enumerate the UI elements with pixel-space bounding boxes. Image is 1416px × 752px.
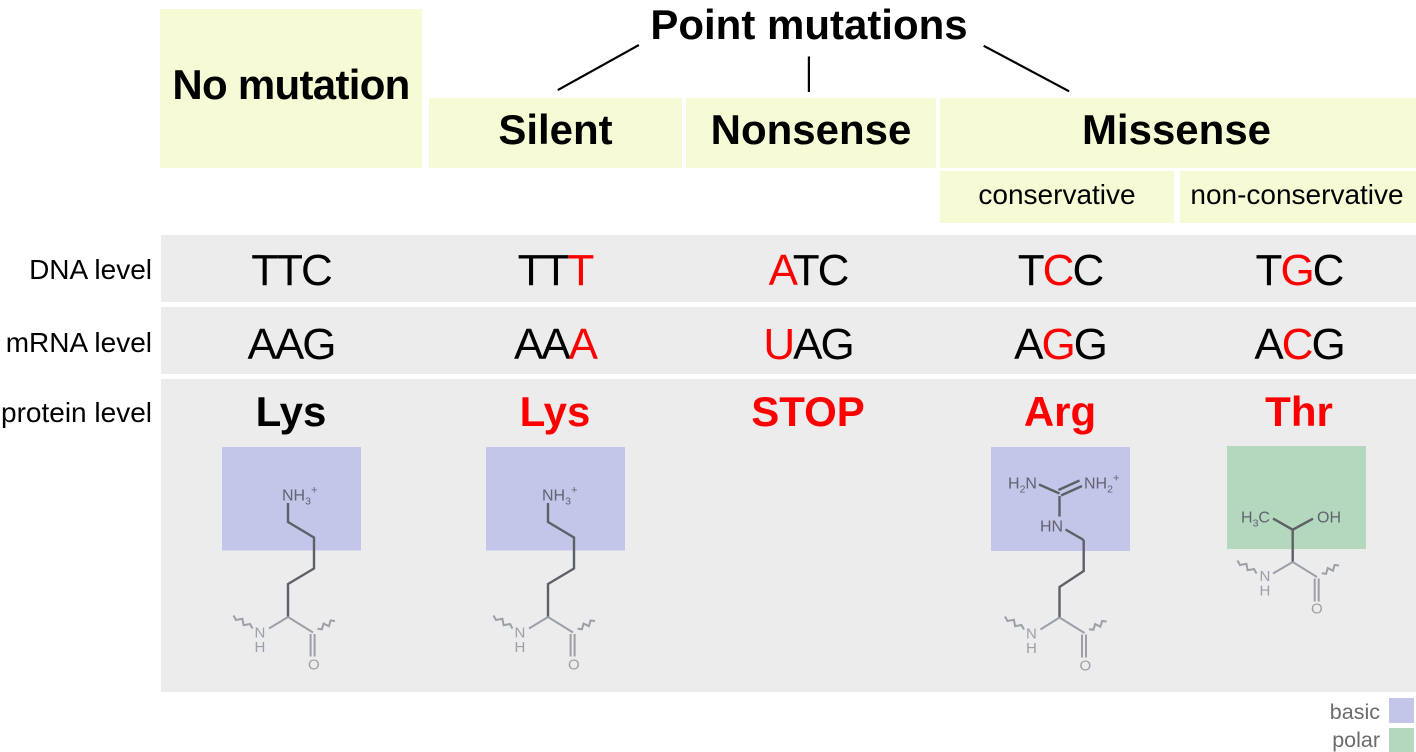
svg-text:N: N bbox=[1026, 625, 1037, 642]
svg-text:N: N bbox=[1260, 568, 1271, 585]
svg-text:H3C: H3C bbox=[1241, 510, 1270, 530]
svg-text:O: O bbox=[1080, 658, 1092, 675]
svg-text:H2N: H2N bbox=[1008, 476, 1037, 496]
svg-text:H: H bbox=[515, 639, 526, 656]
svg-text:OH: OH bbox=[1317, 510, 1341, 527]
svg-text:H: H bbox=[1026, 640, 1037, 657]
svg-text:O: O bbox=[1311, 601, 1323, 618]
svg-text:N: N bbox=[515, 624, 526, 641]
svg-text:H: H bbox=[1260, 583, 1271, 600]
svg-text:H: H bbox=[255, 639, 266, 656]
svg-text:HN: HN bbox=[1040, 519, 1063, 536]
svg-text:O: O bbox=[308, 657, 320, 674]
svg-text:N: N bbox=[255, 624, 266, 641]
svg-text:O: O bbox=[568, 657, 580, 674]
